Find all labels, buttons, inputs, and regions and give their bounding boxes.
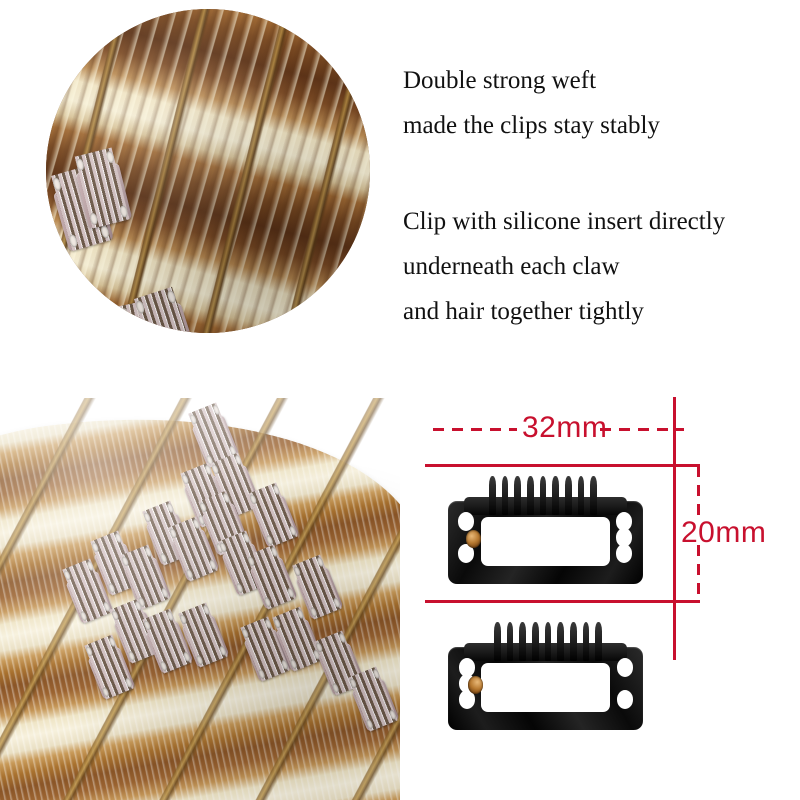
clip-slot [559, 519, 566, 564]
clip-slot [495, 519, 503, 564]
width-dash-right [600, 428, 684, 431]
clip-mounting-hole [457, 543, 475, 563]
clip-slot [487, 665, 494, 710]
clip-tooth [501, 476, 509, 515]
clip-tooth [552, 476, 559, 515]
feature-text-line: underneath each claw [403, 253, 620, 280]
clip-tooth [565, 476, 572, 515]
clip-slot [597, 519, 604, 564]
height-dash-upper [697, 466, 700, 522]
clip-mounting-hole [616, 689, 634, 709]
height-dimension-label: 20mm [681, 516, 767, 549]
hair-extension-photo [0, 398, 400, 800]
closeup-shading [46, 9, 370, 333]
clip-tooth [590, 476, 597, 515]
clip-mounting-hole [615, 543, 633, 563]
clip-slot [584, 519, 592, 564]
closeup-circle-image [46, 9, 370, 333]
brass-rivet [467, 676, 484, 695]
feature-text-line: made the clips stay stably [403, 112, 660, 139]
clip-tooth [526, 476, 534, 515]
clip-slot [499, 665, 507, 710]
hair-sheen-overlay [0, 398, 400, 800]
clip-slot [512, 665, 519, 710]
clip-tooth [488, 476, 496, 515]
clip-tooth [494, 622, 501, 661]
top-tick-line [673, 464, 700, 467]
brass-rivet [465, 530, 482, 549]
clip-slot [537, 665, 545, 710]
clip-tooth [519, 622, 526, 661]
feature-text-line: Double strong weft [403, 67, 597, 94]
feature-text-line: and hair together tightly [403, 298, 644, 325]
top-boundary-line [425, 464, 675, 467]
width-dash-left [433, 428, 517, 431]
clip-tooth [514, 476, 521, 515]
vertical-reference-line [673, 397, 676, 660]
clip-slot [525, 665, 532, 710]
clip-tooth [532, 622, 539, 661]
black-snap-clip-top [448, 472, 643, 584]
width-dimension-label: 32mm [522, 411, 608, 444]
clip-slot [575, 665, 583, 710]
clip-slot [521, 519, 528, 564]
clip-tooth [582, 622, 590, 661]
height-dash-lower [697, 545, 700, 602]
clip-tooth [506, 622, 514, 661]
clip-slot [533, 519, 541, 564]
feature-paragraph-1: Double strong weft made the clips stay s… [403, 58, 793, 148]
feature-text-block: Double strong weft made the clips stay s… [403, 58, 793, 334]
clip-tooth [539, 476, 547, 515]
feature-text-line: Clip with silicone insert directly [403, 208, 726, 235]
clip-slot [546, 519, 554, 564]
clip-slot [572, 519, 579, 564]
clip-tooth [595, 622, 603, 661]
clip-slot [508, 519, 516, 564]
clip-tooth [570, 622, 577, 661]
clip-slot [550, 665, 558, 710]
feature-paragraph-2: Clip with silicone insert directly under… [403, 199, 793, 334]
clip-mounting-hole [457, 512, 475, 532]
clip-slot [563, 665, 570, 710]
black-snap-clip-bottom [448, 618, 643, 730]
clip-mounting-hole [615, 528, 633, 548]
clip-mounting-hole [615, 512, 633, 532]
bottom-boundary-line [425, 600, 675, 603]
clip-slot [588, 665, 596, 710]
clip-tooth [577, 476, 585, 515]
clip-dimension-diagram: 32mm 20mm [400, 390, 800, 800]
bottom-tick-line [673, 600, 700, 603]
clip-tooth [544, 622, 552, 661]
clip-tooth [557, 622, 565, 661]
